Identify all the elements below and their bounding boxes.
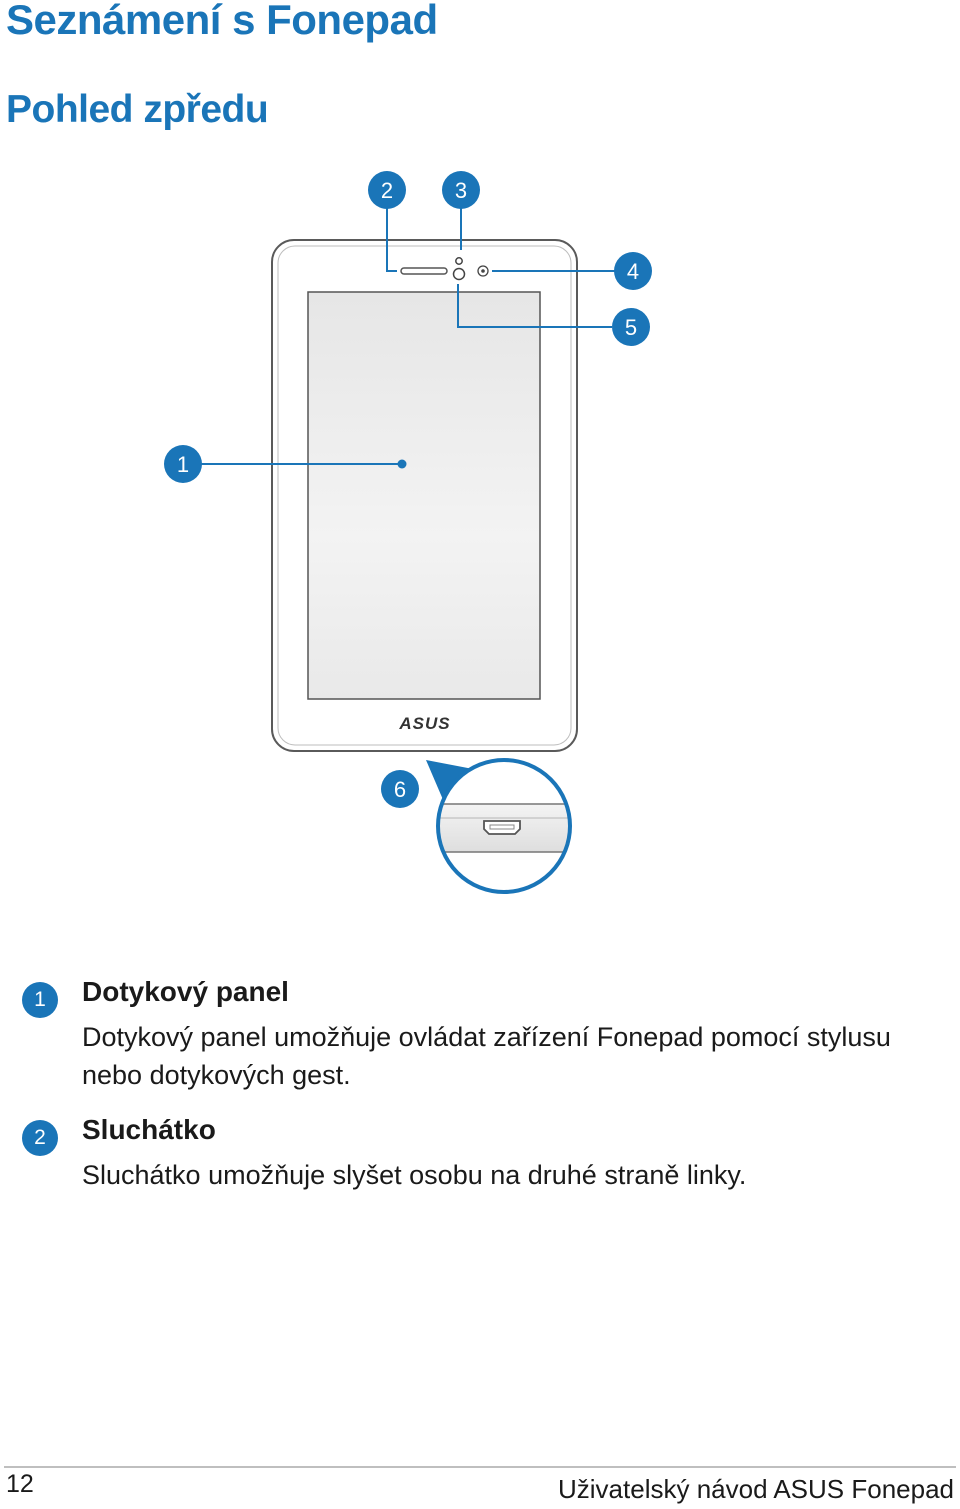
svg-text:5: 5 (625, 315, 637, 340)
callout-2: 2 (368, 171, 406, 209)
svg-text:3: 3 (455, 178, 467, 203)
description-body: Dotykový panel umožňuje ovládat zařízení… (82, 1022, 891, 1090)
touch-panel (307, 291, 541, 700)
callout-4: 4 (614, 252, 652, 290)
micro-usb-port (483, 820, 521, 835)
svg-text:6: 6 (394, 777, 406, 802)
callout-leader-lines (201, 208, 615, 465)
zoom-pointer (426, 760, 473, 802)
footer-document-title: Uživatelský návod ASUS Fonepad (558, 1474, 954, 1504)
description-badge: 2 (22, 1120, 58, 1156)
light-sensor (455, 257, 463, 265)
description-heading: Sluchátko (82, 1114, 216, 1145)
svg-text:1: 1 (177, 452, 189, 477)
fonepad-front-diagram: ASUS 1 2 3 4 (164, 171, 652, 894)
touch-panel-pointer (397, 459, 407, 469)
page-title: Seznámení s Fonepad (6, 0, 438, 43)
description-body: Sluchátko umožňuje slyšet osobu na druhé… (82, 1160, 747, 1190)
page-number: 12 (6, 1470, 34, 1498)
description-badge: 1 (22, 982, 58, 1018)
callout-1: 1 (164, 445, 202, 483)
callout-5: 5 (612, 308, 650, 346)
micro-usb-zoom (436, 758, 572, 894)
footer-divider (4, 1466, 956, 1468)
asus-logo: ASUS (398, 714, 450, 733)
section-title: Pohled zpředu (6, 88, 269, 131)
svg-text:4: 4 (627, 259, 639, 284)
description-heading: Dotykový panel (82, 976, 289, 1007)
svg-text:2: 2 (381, 178, 393, 203)
fonepad-device: ASUS (271, 239, 578, 752)
callout-3: 3 (442, 171, 480, 209)
callout-6: 6 (381, 770, 419, 808)
earpiece (400, 267, 448, 275)
front-camera (452, 267, 466, 281)
